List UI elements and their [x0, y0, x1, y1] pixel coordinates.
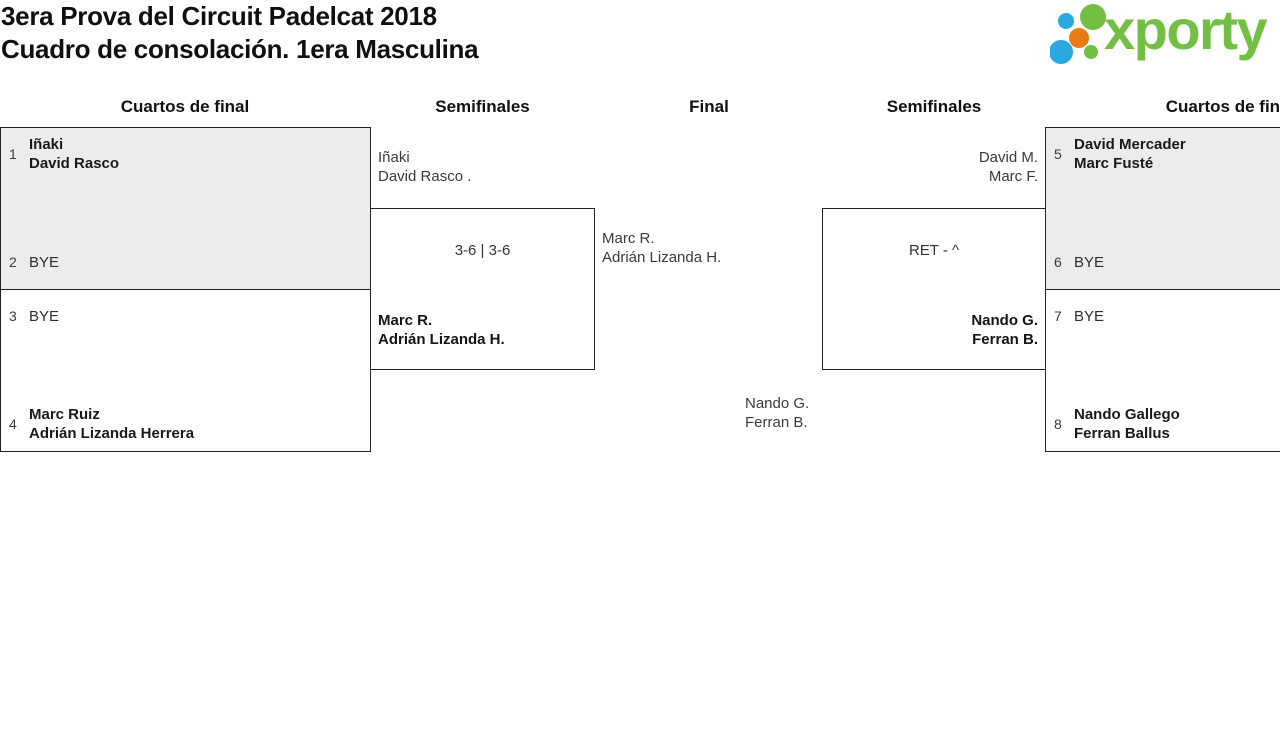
round-header-semifinals-right: Semifinales [886, 97, 982, 116]
round-header-quarterfinals-right: Cuartos de final [1165, 97, 1280, 116]
player-name: David M. [978, 149, 1038, 166]
participant-row: 7 BYE [1054, 297, 1280, 335]
round-header-quarterfinals-left: Cuartos de final [120, 97, 250, 116]
sf-right-winner: Nando G. Ferran B. [827, 311, 1038, 349]
participant-row: 4 Marc Ruiz Adrián Lizanda Herrera [9, 405, 362, 443]
player-name: Marc R. [378, 312, 433, 329]
sf-left-winner: Marc R. Adrián Lizanda H. [378, 311, 505, 349]
final-entrant-top: Marc R. Adrián Lizanda H. [602, 229, 721, 267]
player-name: Adrián Lizanda H. [602, 249, 722, 266]
page-title-line2: Cuadro de consolación. 1era Masculina [1, 34, 479, 64]
seed-number: 5 [1054, 146, 1062, 162]
bye-label: BYE [1074, 253, 1105, 271]
xporty-logo[interactable]: xporty [1048, 0, 1278, 74]
pair-names: BYE [1074, 307, 1280, 326]
final-entrant-bottom: Nando G. Ferran B. [745, 394, 809, 432]
match-score: RET - ^ [908, 242, 960, 259]
player-name: Nando Gallego [1074, 406, 1180, 423]
page-title-line1: 3era Prova del Circuit Padelcat 2018 [1, 1, 437, 31]
pair-names: BYE [29, 307, 362, 326]
participant-row: 6 BYE [1054, 243, 1280, 281]
player-name: Ferran B. [745, 414, 808, 431]
pair-names: Marc Ruiz Adrián Lizanda Herrera [29, 405, 362, 443]
player-name: Marc Fusté [1074, 155, 1154, 172]
pair-names: Nando Gallego Ferran Ballus [1074, 405, 1280, 443]
player-name: David Mercader [1074, 136, 1186, 153]
player-name: Adrián Lizanda H. [378, 331, 505, 348]
seed-number: 7 [1054, 308, 1062, 324]
page-title: 3era Prova del Circuit Padelcat 2018 Cua… [1, 0, 479, 66]
player-name: Ferran Ballus [1074, 425, 1170, 442]
match-box-qf1: 1 Iñaki David Rasco 2 BYE [0, 127, 371, 290]
match-box-sf-left [370, 208, 595, 370]
player-name: David Rasco . [378, 168, 472, 185]
logo-dots-icon [1050, 4, 1106, 64]
player-name: Marc Ruiz [29, 406, 100, 423]
sf-right-entrant: David M. Marc F. [828, 148, 1038, 186]
round-header-final: Final [689, 97, 729, 116]
bye-label: BYE [29, 253, 60, 271]
match-box-sf-right [822, 208, 1046, 370]
bye-label: BYE [1074, 307, 1105, 325]
logo-wordmark: xporty [1104, 0, 1268, 61]
player-name: Iñaki [29, 136, 64, 153]
seed-number: 4 [9, 416, 17, 432]
participant-row: 2 BYE [9, 243, 362, 281]
player-name: Nando G. [971, 312, 1038, 329]
sf-left-entrant: Iñaki David Rasco . [378, 148, 471, 186]
participant-row: 8 Nando Gallego Ferran Ballus [1054, 405, 1280, 443]
seed-number: 2 [9, 254, 17, 270]
player-name: Adrián Lizanda Herrera [29, 425, 195, 442]
match-box-qf4: 7 BYE 8 Nando Gallego Ferran Ballus [1045, 289, 1280, 452]
pair-names: David Mercader Marc Fusté [1074, 135, 1280, 173]
seed-number: 6 [1054, 254, 1062, 270]
participant-row: 5 David Mercader Marc Fusté [1054, 135, 1280, 173]
participant-row: 1 Iñaki David Rasco [9, 135, 362, 173]
player-name: Nando G. [745, 395, 810, 412]
pair-names: Iñaki David Rasco [29, 135, 362, 173]
round-header-semifinals-left: Semifinales [435, 97, 530, 116]
player-name: Marc R. [602, 230, 655, 247]
player-name: David Rasco [29, 155, 120, 172]
player-name: Ferran B. [972, 331, 1038, 348]
seed-number: 1 [9, 146, 17, 162]
player-name: Iñaki [378, 149, 410, 166]
seed-number: 8 [1054, 416, 1062, 432]
match-box-qf3: 5 David Mercader Marc Fusté 6 BYE [1045, 127, 1280, 290]
participant-row: 3 BYE [9, 297, 362, 335]
seed-number: 3 [9, 308, 17, 324]
bye-label: BYE [29, 307, 60, 325]
match-box-qf2: 3 BYE 4 Marc Ruiz Adrián Lizanda Herrera [0, 289, 371, 452]
match-score: 3-6 | 3-6 [454, 242, 511, 259]
pair-names: BYE [1074, 253, 1280, 272]
player-name: Marc F. [988, 168, 1038, 185]
pair-names: BYE [29, 253, 362, 272]
